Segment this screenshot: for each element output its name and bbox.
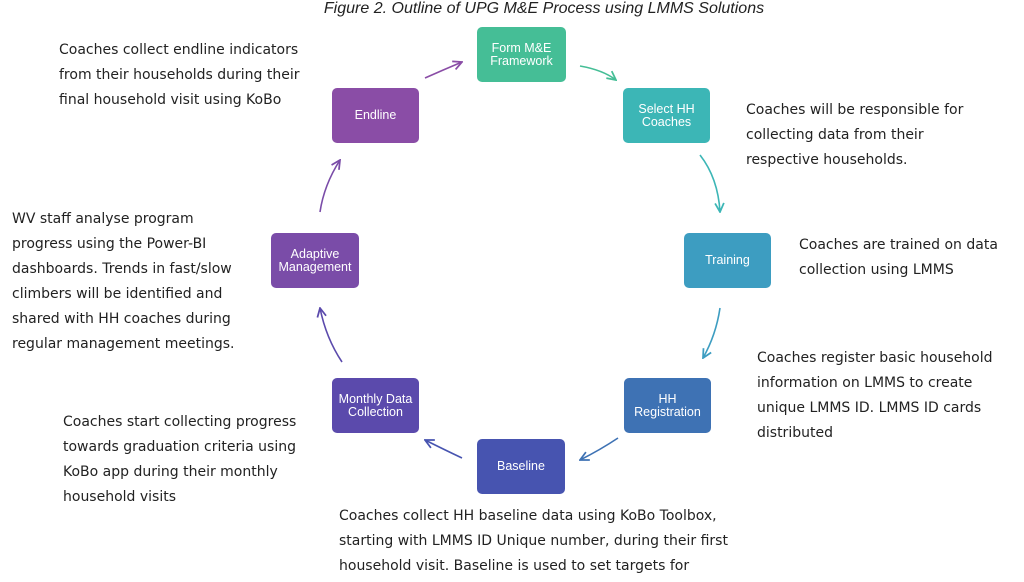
step-baseline: Baseline <box>477 439 565 494</box>
arrow-adaptive-to-endline <box>319 160 340 213</box>
desc-hh-registration: Coaches register basic household informa… <box>757 350 993 441</box>
step-hh-registration: HH Registration <box>624 378 711 433</box>
step-adaptive-management: Adaptive Management <box>271 233 359 288</box>
step-label: Baseline <box>497 459 545 473</box>
arrow-monthly-to-adaptive <box>320 308 343 363</box>
desc-select-hh-coaches: Coaches will be responsible for collecti… <box>746 102 964 168</box>
step-select-hh-coaches: Select HH Coaches <box>623 88 710 143</box>
arrow-endline-to-form <box>424 62 462 79</box>
arrow-registration-to-baseline <box>580 437 619 460</box>
step-label: Form M&E Framework <box>490 40 553 68</box>
step-label: Adaptive Management <box>278 246 352 274</box>
desc-adaptive-management: WV staff analyse program progress using … <box>12 211 235 352</box>
arrow-training-to-registration <box>703 307 721 358</box>
desc-endline: Coaches collect endline indicators from … <box>59 42 300 108</box>
step-label: Training <box>705 253 750 267</box>
step-label: Endline <box>354 108 397 122</box>
arrow-select-to-training <box>699 154 720 212</box>
step-monthly-data-collection: Monthly Data Collection <box>332 378 419 433</box>
figure-title: Figure 2. Outline of UPG M&E Process usi… <box>323 0 765 17</box>
arrow-form-to-select <box>579 65 616 80</box>
step-form-me-framework: Form M&E Framework <box>477 27 566 82</box>
desc-monthly-data-collection: Coaches start collecting progress toward… <box>63 414 297 505</box>
step-endline: Endline <box>332 88 419 143</box>
step-label: Monthly Data Collection <box>338 391 413 419</box>
desc-baseline: Coaches collect HH baseline data using K… <box>339 508 728 574</box>
arrow-baseline-to-monthly <box>425 440 463 459</box>
step-label: HH Registration <box>634 391 701 419</box>
step-label: Select HH Coaches <box>638 101 695 129</box>
step-training: Training <box>684 233 771 288</box>
desc-training: Coaches are trained on data collection u… <box>799 237 998 278</box>
